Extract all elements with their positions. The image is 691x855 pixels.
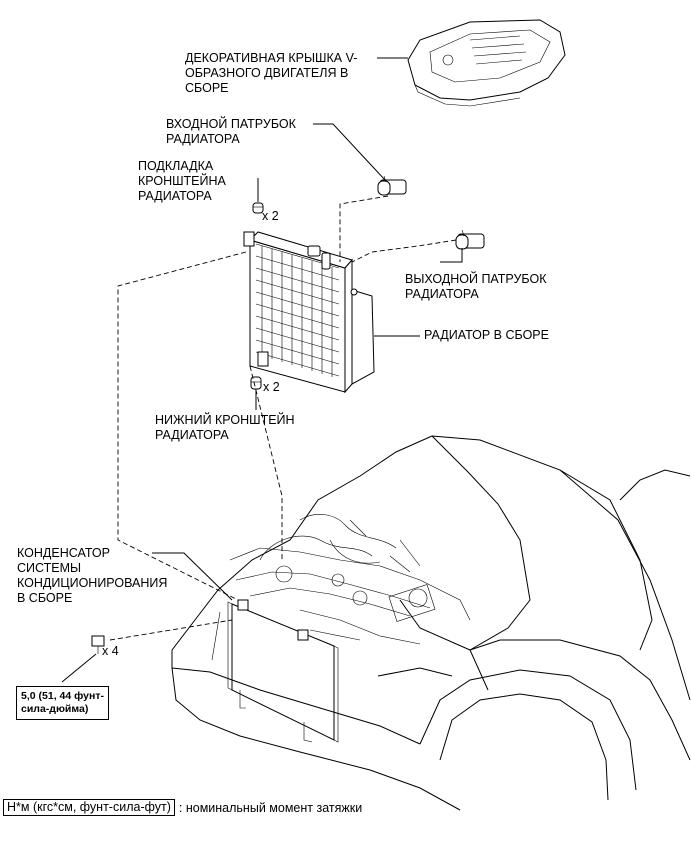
condenser-part <box>227 599 339 743</box>
inlet-hose-part <box>377 175 407 196</box>
lower-bracket-part <box>250 376 262 390</box>
condenser-label: КОНДЕНСАТОР СИСТЕМЫ КОНДИЦИОНИРОВАНИЯ В … <box>17 546 168 605</box>
radiator-part <box>243 231 375 394</box>
support-cushion-part <box>252 202 264 214</box>
torque-legend: Н*м (кгс*см, фунт-сила-фут) : номинальны… <box>3 799 362 816</box>
inlet-hose-leader <box>313 123 386 181</box>
torque-leader <box>61 653 97 683</box>
alignment-dashes <box>109 195 457 641</box>
outlet-hose-part <box>455 229 485 250</box>
lower-bracket-label: НИЖНИЙ КРОНШТЕЙН РАДИАТОРА <box>155 413 295 442</box>
bolt-qty: x 4 <box>102 644 119 658</box>
engine-cover-label: ДЕКОРАТИВНАЯ КРЫШКА V- ОБРАЗНОГО ДВИГАТЕ… <box>185 51 358 95</box>
lower-bracket-qty: x 2 <box>263 380 280 394</box>
outlet-hose-label: ВЫХОДНОЙ ПАТРУБОК РАДИАТОРА <box>405 272 547 301</box>
inlet-hose-label: ВХОДНОЙ ПАТРУБОК РАДИАТОРА <box>166 117 296 146</box>
torque-value-box: 5,0 (51, 44 фунт- сила-дюйма) <box>16 686 109 720</box>
torque-legend-text: : номинальный момент затяжки <box>178 800 363 815</box>
support-cushion-label: ПОДКЛАДКА КРОНШТЕЙНА РАДИАТОРА <box>138 159 226 203</box>
outlet-hose-leader <box>440 248 463 263</box>
bolt-part <box>91 635 105 654</box>
torque-unit-box: Н*м (кгс*см, фунт-сила-фут) <box>3 799 175 816</box>
support-cushion-qty: x 2 <box>262 209 279 223</box>
engine-cover-part <box>407 19 566 107</box>
radiator-label: РАДИАТОР В СБОРЕ <box>424 328 549 342</box>
vehicle-front-body <box>171 435 691 811</box>
condenser-leader <box>152 552 233 601</box>
